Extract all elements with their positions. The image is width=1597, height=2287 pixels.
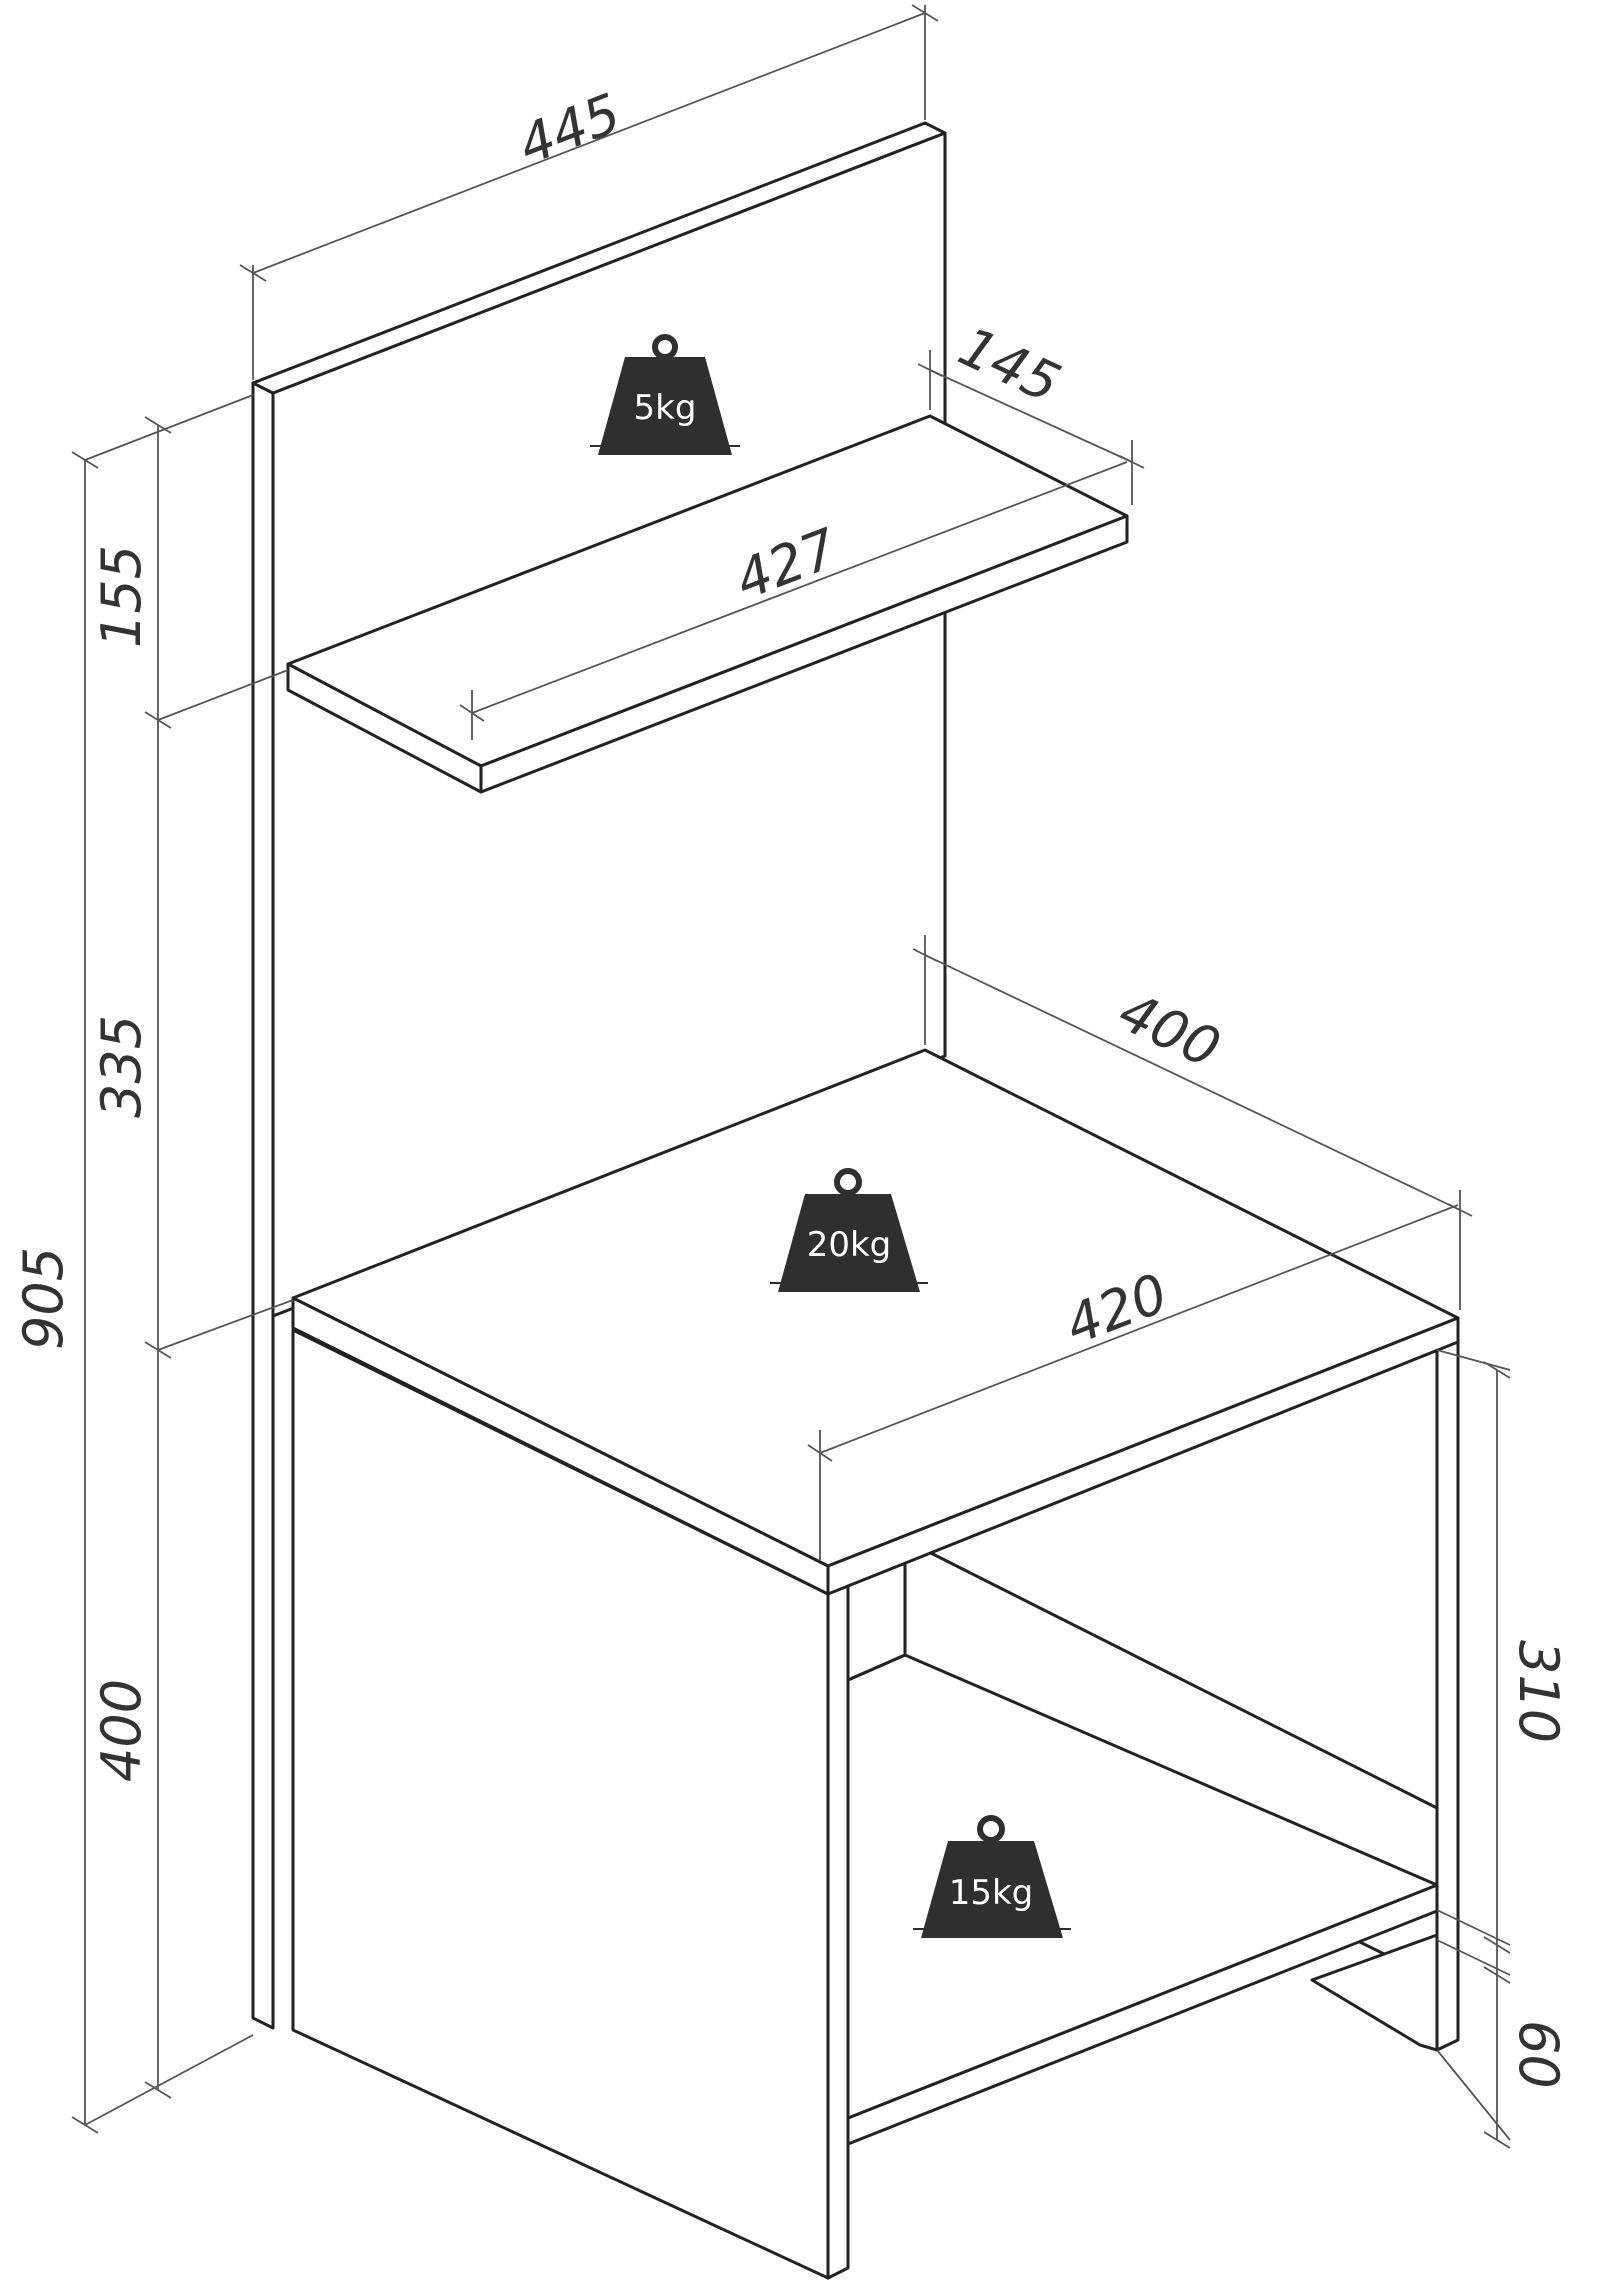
dim-label-height-total: 905 [12, 1247, 75, 1350]
dimension-lines [71, 4, 1511, 2149]
weight-label-shelf: 5kg [634, 388, 697, 428]
cabinet [291, 1048, 1460, 2280]
dim-label-inner-height: 310 [1507, 1640, 1570, 1743]
weight-icon-top: 20kg [770, 1168, 928, 1292]
weight-label-bottom: 15kg [949, 1873, 1034, 1913]
dim-label-height-bottom: 400 [90, 1679, 153, 1782]
wall-shelf [286, 414, 1129, 794]
dim-label-shelf-depth: 145 [950, 315, 1070, 416]
dim-label-height-top: 155 [90, 545, 153, 648]
dim-label-height-mid: 335 [90, 1015, 153, 1118]
weight-icon-bottom: 15kg [913, 1815, 1071, 1938]
dim-label-backboard-width: 445 [510, 81, 629, 177]
weight-icon-shelf: 5kg [590, 334, 740, 455]
dim-label-plinth-height: 60 [1507, 2020, 1570, 2089]
dim-label-top-depth: 400 [1110, 980, 1230, 1081]
weight-label-top: 20kg [807, 1225, 892, 1265]
